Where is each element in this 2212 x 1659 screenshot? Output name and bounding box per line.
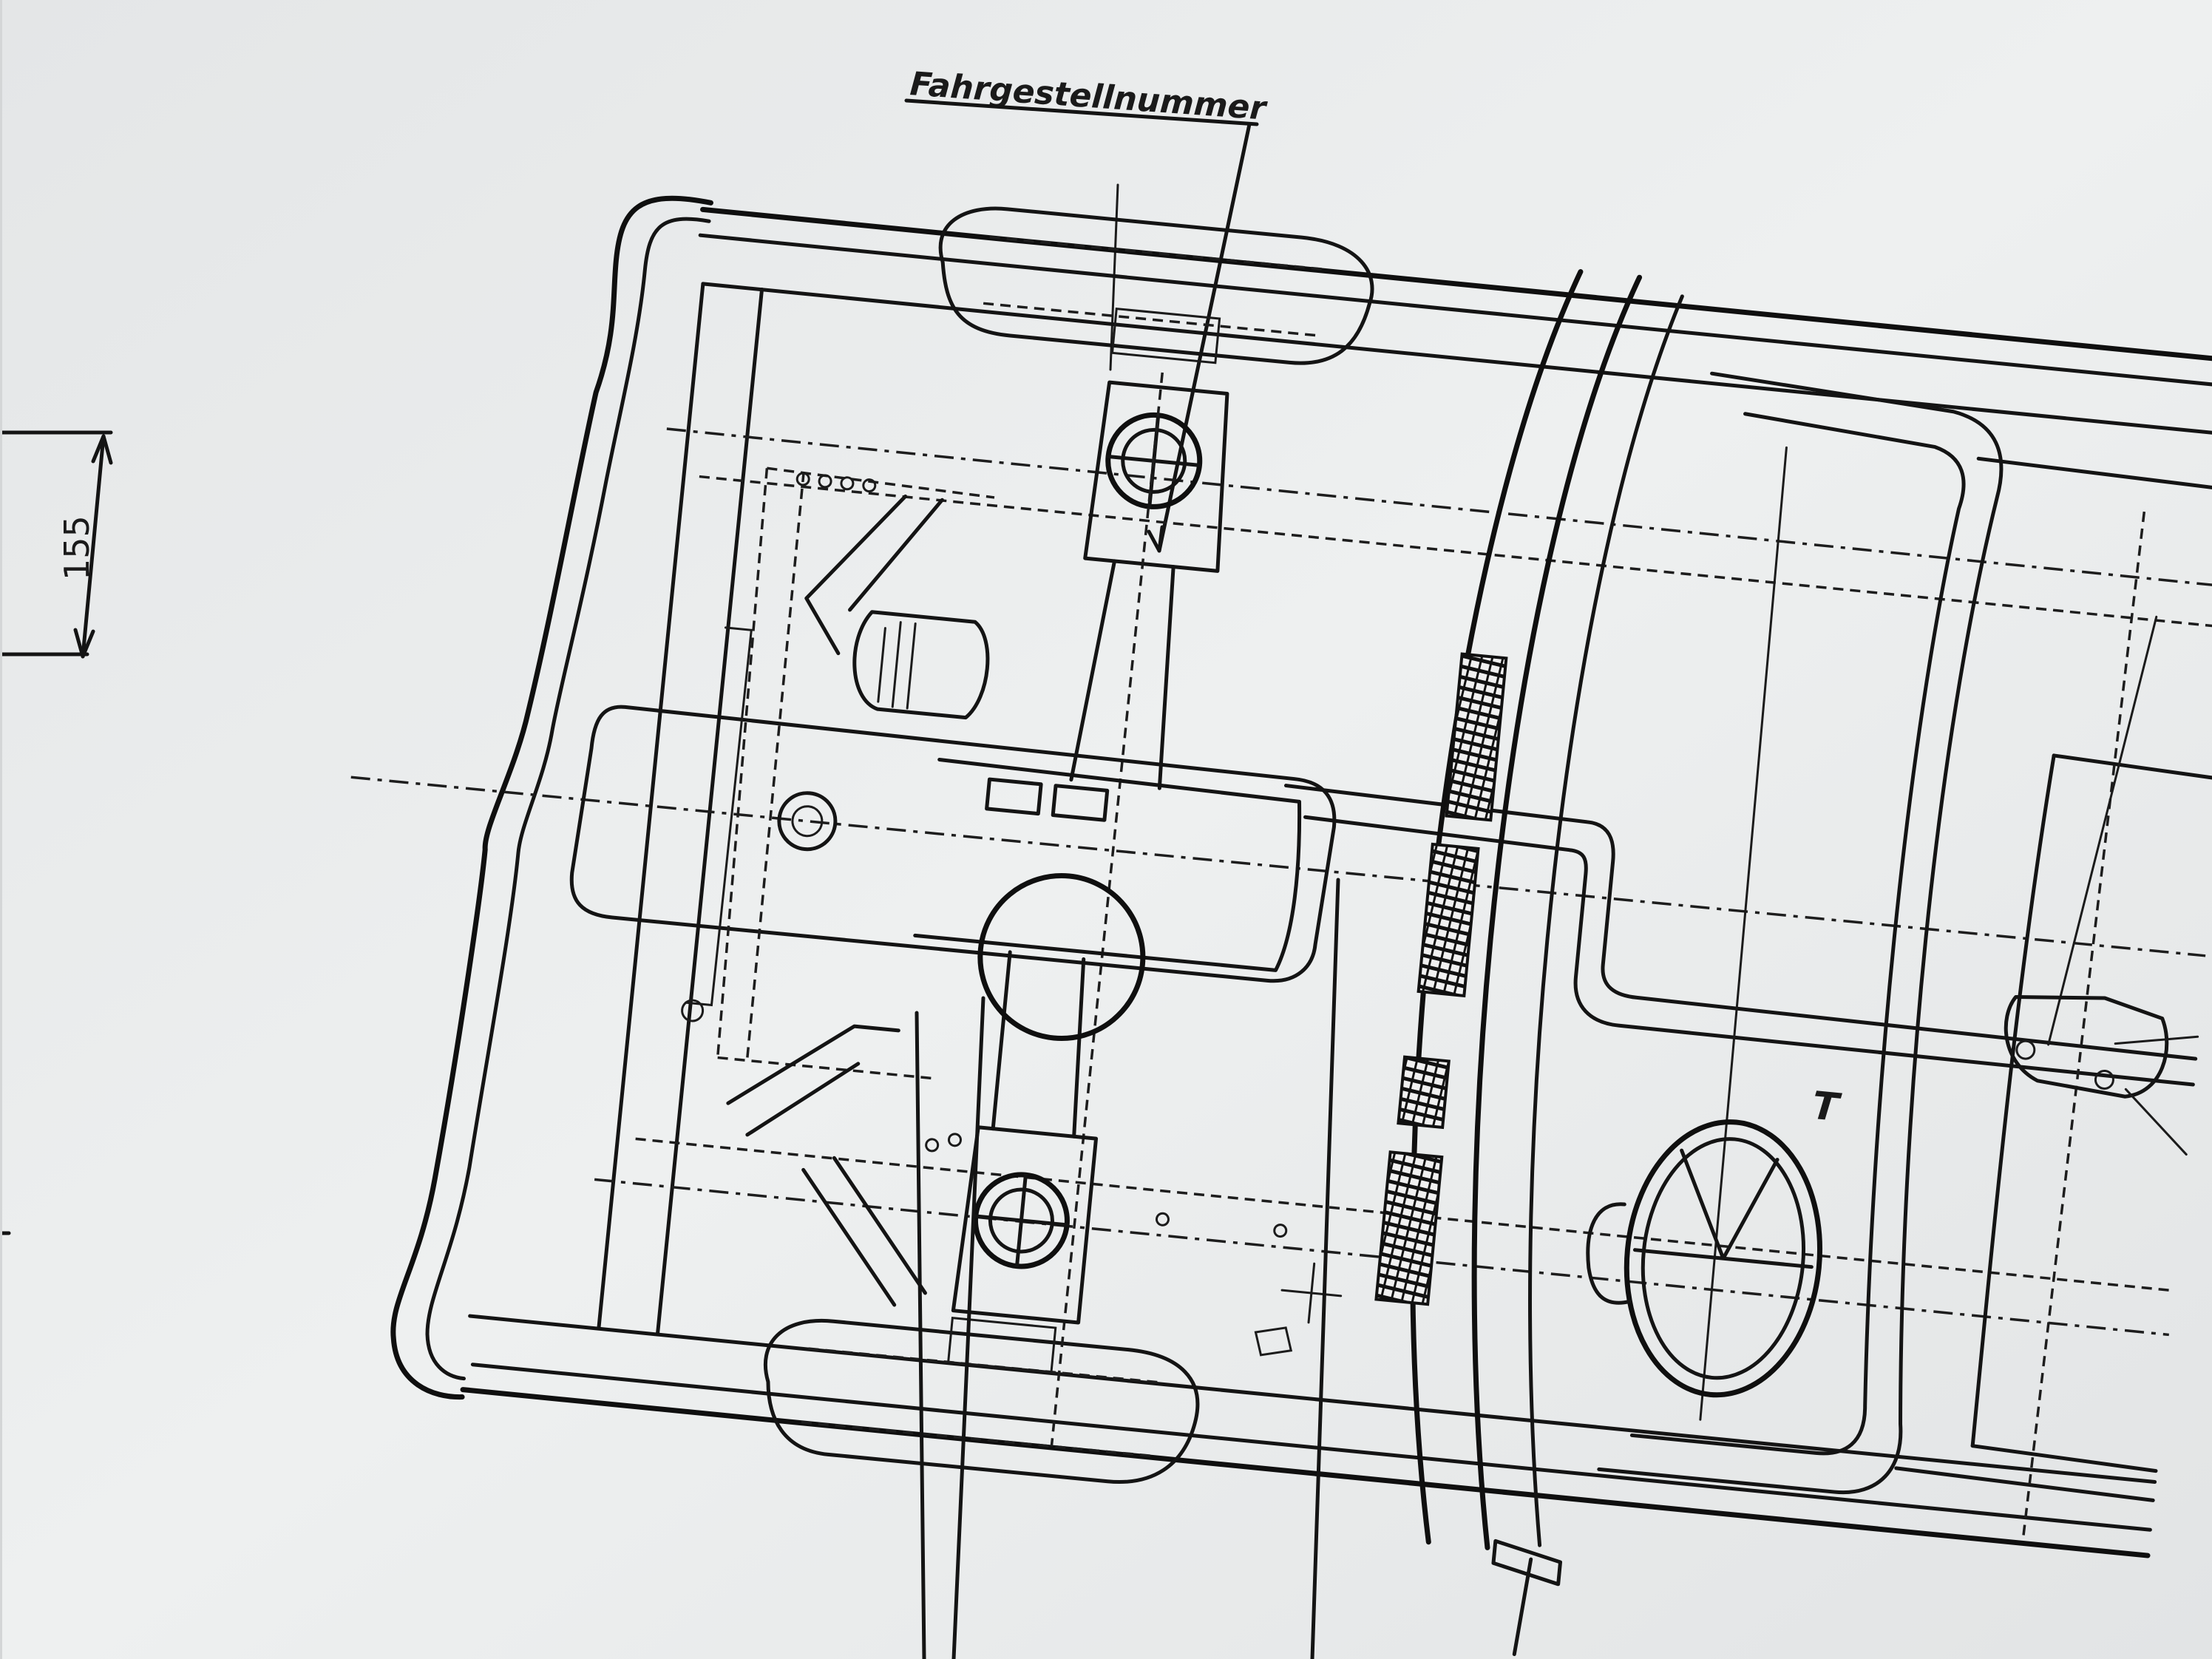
dimension-value: 155 [57,515,97,580]
cabin [1597,371,2212,1540]
wheel-top [938,206,1374,365]
engine [569,705,1337,1042]
bottom-leaders [915,878,1340,1659]
rear-axle [947,307,1229,1447]
filler-cap [1254,1326,1563,1657]
cooling-grills [1374,652,1508,1306]
suspension-struts [726,494,944,1307]
body-outline [460,206,2212,1558]
dimension-155: 155 [0,430,113,1235]
front-axle [2004,994,2199,1156]
fan-housing [852,610,990,720]
steering-wheel: T [1586,1084,1843,1398]
vehicle-plan: T [350,195,2212,1657]
exhaust [1283,784,2198,1061]
front-bumper [390,195,713,1400]
fasteners [795,472,1343,1324]
